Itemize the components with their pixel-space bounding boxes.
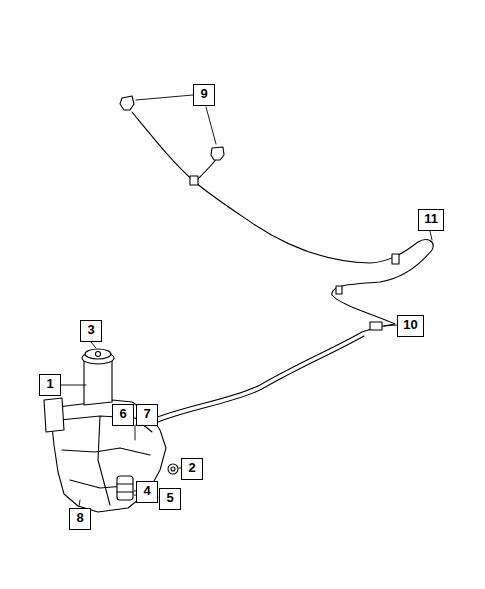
tank-bracket <box>44 398 64 432</box>
leader-line <box>61 385 86 386</box>
hose-clip <box>190 176 198 185</box>
callout-number: 1 <box>39 374 61 396</box>
hose-connector <box>370 322 382 330</box>
grommet <box>168 464 178 474</box>
leader-line <box>79 500 80 507</box>
hose-clip <box>336 286 342 294</box>
reservoir-tank <box>50 400 166 512</box>
callout-number: 8 <box>69 508 91 530</box>
callout-number: 5 <box>159 488 181 510</box>
washer-hose <box>153 336 364 424</box>
leader-line <box>91 342 96 348</box>
filler-neck <box>84 360 112 405</box>
filler-cap <box>85 349 111 359</box>
callout-number: 7 <box>136 404 158 426</box>
leader-line <box>430 231 432 240</box>
callout-number: 6 <box>112 404 134 426</box>
leader-line <box>136 95 193 100</box>
callout-number: 4 <box>136 481 158 503</box>
callout-number: 10 <box>397 315 424 337</box>
callout-number: 11 <box>418 209 444 231</box>
washer-nozzle <box>120 96 134 110</box>
cap-center <box>96 352 101 357</box>
hose-clip <box>392 254 399 264</box>
callout-number: 3 <box>80 320 102 342</box>
callout-number: 2 <box>181 458 203 480</box>
leader-line <box>384 325 397 326</box>
washer-hose <box>132 112 433 420</box>
leader-line <box>135 425 136 440</box>
callout-number: 9 <box>193 84 215 106</box>
washer-nozzle <box>211 147 224 160</box>
pump-detail <box>117 484 133 492</box>
grommet <box>171 467 175 471</box>
leader-line <box>206 107 216 144</box>
washer-pump <box>117 476 133 500</box>
